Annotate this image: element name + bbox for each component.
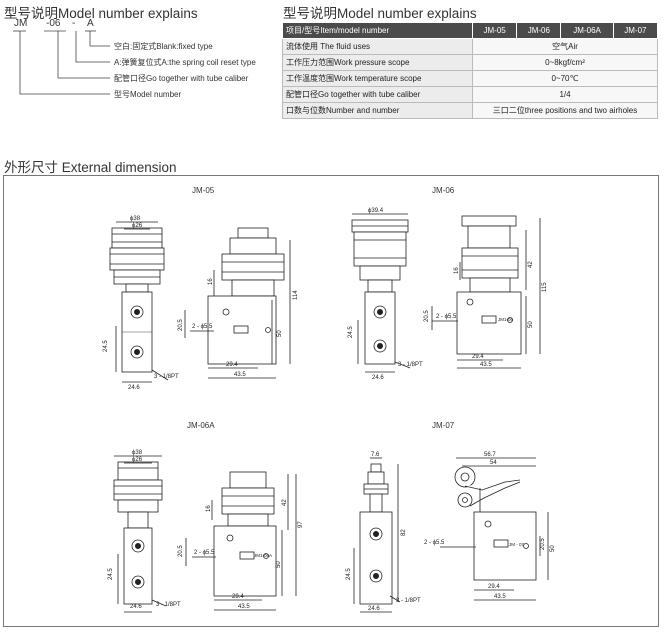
jm06-dim-port: 2 - ϕ5.5 xyxy=(436,314,457,320)
jm06a-dim-d1: ϕ38 xyxy=(132,450,143,456)
spec-value-pressure: 0~8kgf/cm² xyxy=(472,54,658,71)
jm05-dim-w1: 29.4 xyxy=(226,362,238,368)
spec-label-ports: 口数与位数Number and number xyxy=(282,102,473,119)
jm06a-dim-thread: 3 - 1/8PT xyxy=(156,602,181,608)
code-part-size: -06 xyxy=(46,18,61,29)
jm05-dim-d2: ϕ26 xyxy=(132,223,143,229)
spec-table: 项目/型号Item/model number JM-05 JM-06 JM-06… xyxy=(282,22,659,119)
jm05-dim-d1: ϕ38 xyxy=(130,216,141,222)
spec-header-row: 项目/型号Item/model number JM-05 JM-06 JM-06… xyxy=(282,22,659,39)
jm07-dim-thread: 3 - 1/8PT xyxy=(396,598,421,604)
drawing-label-jm05: JM-05 xyxy=(192,186,215,195)
spec-label-fluid: 流体使用 The fluid uses xyxy=(282,38,473,55)
code-desc-blank: 空白:固定式Blank:fixed type xyxy=(114,42,213,51)
jm06a-dim-h3: 20.5 xyxy=(178,545,184,557)
drawing-jm05 xyxy=(109,221,291,383)
jm06a-dim-w2: 43.5 xyxy=(238,604,250,610)
spec-label-caliber: 配管口径Go together with tube caliber xyxy=(282,86,473,103)
drawing-label-jm07: JM-07 xyxy=(432,421,455,430)
jm06a-dim-w1: 29.4 xyxy=(232,594,244,600)
model-section-title: 型号说明Model number explains xyxy=(4,6,198,21)
code-leader-lines xyxy=(13,30,110,95)
code-desc-caliber: 配管口径Go together with tube caliber xyxy=(114,74,249,83)
jm05-dim-port: 2 - ϕ5.5 xyxy=(192,324,213,330)
spec-row: 口数与位数Number and number 三口二位three positio… xyxy=(282,102,658,119)
jm06a-dim-total: 97 xyxy=(298,521,304,528)
jm07-dim-w4: 7.6 xyxy=(371,452,380,458)
jm07-dim-h4: 24.5 xyxy=(346,568,352,580)
jm07-dim-h3: 20.5 xyxy=(540,538,546,550)
jm06-dim-total: 115 xyxy=(542,282,548,292)
jm06-dim-w3: 24.6 xyxy=(372,375,384,381)
spec-section-title: 型号说明Model number explains xyxy=(283,6,477,21)
jm05-dim-thread: 3 - 1/8PT xyxy=(154,374,179,380)
drawing-jm07-dims: 7.6 82 24.5 24.6 3 - 1/8PT 56.7 54 50 20… xyxy=(346,452,556,612)
jm06-dim-w1: 29.4 xyxy=(472,354,484,360)
jm07-dim-h2: 50 xyxy=(550,545,556,552)
spec-header-jm06: JM-06 xyxy=(516,22,562,39)
jm05-dim-h1: 16 xyxy=(208,278,214,285)
drawing-jm06a xyxy=(113,455,297,613)
jm06a-dim-h5: 42 xyxy=(282,499,288,506)
jm06-dim-thread: 3 - 1/8PT xyxy=(398,362,423,368)
jm07-dim-w2: 43.5 xyxy=(494,594,506,600)
jm06a-dim-w3: 24.6 xyxy=(130,604,142,610)
jm06a-dim-h4: 24.5 xyxy=(108,568,114,580)
jm07-dim-total: 82 xyxy=(401,529,407,536)
drawing-jm07 xyxy=(353,457,549,613)
jm06-dim-h1: 16 xyxy=(454,267,460,274)
jm05-dim-h3: 20.5 xyxy=(178,319,184,331)
jm06a-dim-h2: 50 xyxy=(276,561,282,568)
drawing-jm05-dims: ϕ38 ϕ26 24.5 24.6 3 - 1/8PT 16 114 50 20… xyxy=(103,216,299,391)
jm05-dim-h4: 24.5 xyxy=(103,340,109,352)
code-desc-spring: A:弹簧复位式A:the spring coil reset type xyxy=(114,58,256,67)
dimension-section-title: 外形尺寸 External dimension xyxy=(4,160,177,175)
code-desc-model: 型号Model number xyxy=(114,90,182,99)
spec-row: 工作温度范围Work temperature scope 0~70℃ xyxy=(282,70,658,87)
spec-row: 配管口径Go together with tube caliber 1/4 xyxy=(282,86,658,103)
jm07-dim-port: 2 - ϕ5.5 xyxy=(424,540,445,546)
jm06a-dim-h1: 16 xyxy=(206,505,212,512)
jm05-dim-total: 114 xyxy=(293,290,299,300)
jm06-dim-w2: 43.5 xyxy=(480,362,492,368)
jm05-dim-w3: 24.6 xyxy=(128,385,140,391)
jm06-dim-h2: 50 xyxy=(528,321,534,328)
jm06a-dim-port: 2 - ϕ5.5 xyxy=(194,550,215,556)
spec-value-ports: 三口二位three positions and two airholes xyxy=(472,102,658,119)
spec-header-item: 项目/型号Item/model number xyxy=(282,22,473,39)
jm07-dim-w1: 29.4 xyxy=(488,584,500,590)
jm06a-dim-nameplate: JM1-06A xyxy=(254,553,272,558)
jm07-dim-w3: 24.6 xyxy=(368,606,380,612)
drawing-jm06 xyxy=(351,213,541,373)
code-part-series: JM xyxy=(14,18,28,29)
spec-header-jm07: JM-07 xyxy=(612,22,659,39)
jm06-dim-h4: 24.5 xyxy=(348,326,354,338)
spec-row: 流体使用 The fluid uses 空气Air xyxy=(282,38,658,55)
jm05-dim-w2: 43.5 xyxy=(234,372,246,378)
spec-value-fluid: 空气Air xyxy=(472,38,658,55)
dimension-frame xyxy=(3,175,659,627)
code-part-type: A xyxy=(87,18,94,29)
jm06-dim-d1: ϕ39.4 xyxy=(368,208,384,214)
spec-value-temperature: 0~70℃ xyxy=(472,70,658,87)
jm06-dim-h5: 42 xyxy=(528,261,534,268)
drawing-label-jm06a: JM-06A xyxy=(187,421,215,430)
drawing-jm06a-dims: ϕ38 ϕ26 24.5 24.6 3 - 1/8PT 16 42 97 50 … xyxy=(108,450,304,610)
drawing-jm06-dims: ϕ39.4 24.5 24.6 3 - 1/8PT 16 42 115 50 2… xyxy=(348,208,548,381)
jm06-dim-nameplate: JM1-06 xyxy=(498,317,514,322)
jm06a-dim-d2: ϕ26 xyxy=(132,457,143,463)
jm07-dim-w6: 54 xyxy=(490,460,497,466)
spec-value-caliber: 1/4 xyxy=(472,86,658,103)
code-part-dash: - xyxy=(72,18,76,29)
drawing-label-jm06: JM-06 xyxy=(432,186,455,195)
jm07-dim-nameplate: JM - 07 xyxy=(509,542,525,547)
jm05-dim-h2: 50 xyxy=(277,330,283,337)
jm06-dim-h3: 20.5 xyxy=(424,310,430,322)
jm07-dim-w5: 56.7 xyxy=(484,452,496,458)
